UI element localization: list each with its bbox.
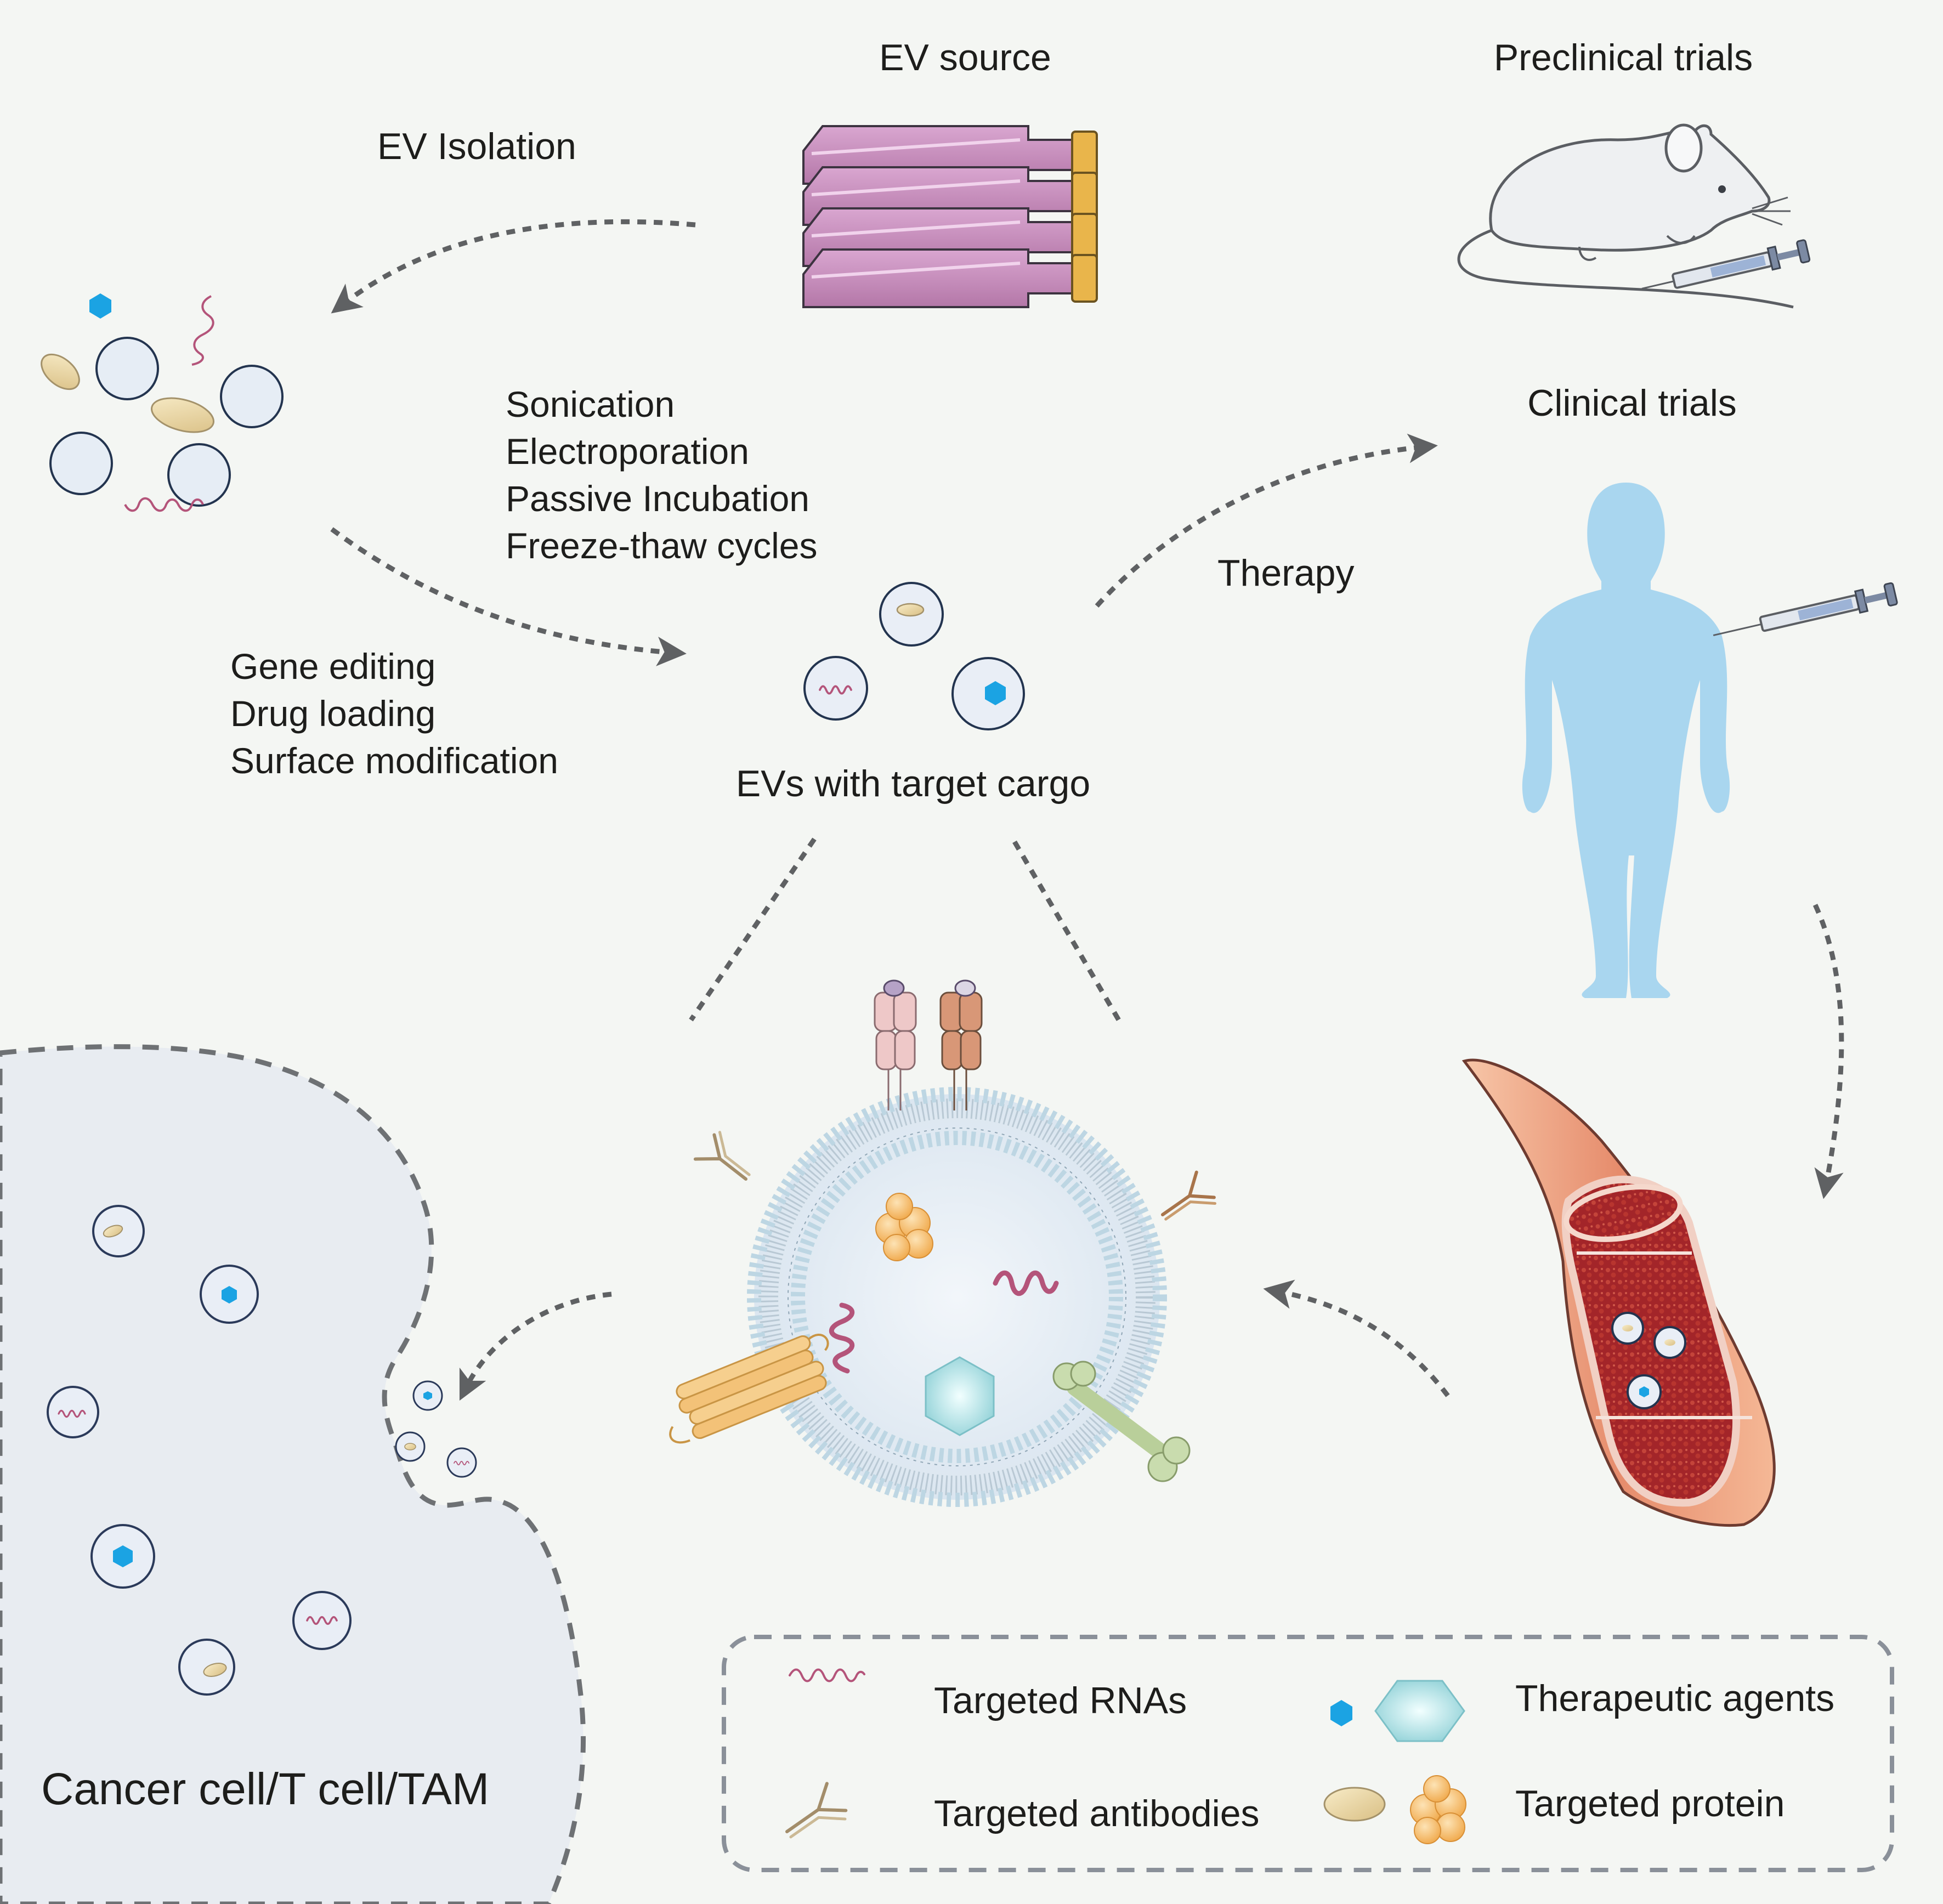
receptor-dark-icon (939, 979, 983, 1110)
method-passive-incubation: Passive Incubation (506, 478, 809, 519)
modifications-list: Gene editing Drug loading Surface modifi… (230, 646, 558, 781)
evs-cargo-label: EVs with target cargo (736, 763, 1090, 804)
mod-drug-loading: Drug loading (230, 693, 435, 734)
antibody-right-icon (1161, 1170, 1217, 1221)
isolated-evs (41, 293, 284, 512)
zoom-line-left (689, 837, 817, 1022)
method-electroporation: Electroporation (506, 431, 749, 472)
clinical-label: Clinical trials (1527, 382, 1737, 424)
zoom-line-right (1012, 840, 1121, 1022)
arrow-source-to-isolation (331, 219, 696, 314)
target-cell-label: Cancer cell/T cell/TAM (41, 1764, 489, 1814)
ev-isolation-label: EV Isolation (377, 126, 576, 167)
human-syringe-icon (1713, 582, 1898, 637)
bone-protein-icon (1052, 1361, 1191, 1482)
arrow-isolation-to-loaded (330, 527, 687, 666)
legend-antibodies-label: Targeted antibodies (934, 1793, 1260, 1834)
arrow-vessel-to-ev (1263, 1279, 1450, 1397)
cell-vesicle-drug (200, 1265, 259, 1324)
ev-source-label: EV source (879, 37, 1051, 78)
preclinical-label: Preclinical trials (1494, 37, 1753, 78)
therapeutic-hexagon-icon (925, 1356, 995, 1436)
rna-strand-2-icon (829, 1302, 855, 1374)
legend-antibody-icon (785, 1782, 848, 1839)
target-cell-membrane (0, 1044, 586, 1904)
arrow-ev-to-cell (459, 1291, 612, 1401)
mod-gene-editing: Gene editing (230, 646, 435, 687)
legend-agents-label: Therapeutic agents (1515, 1678, 1834, 1719)
cell-vesicle-protein-2 (178, 1639, 235, 1696)
protein-cluster-icon (875, 1193, 933, 1261)
legend-protein-icon (1323, 1775, 1466, 1844)
therapy-label: Therapy (1217, 552, 1354, 594)
engineered-ev-detail (669, 979, 1217, 1507)
helical-protein-icon (669, 1334, 829, 1444)
legend-agents-icon (1330, 1680, 1465, 1742)
mouse-syringe-icon (1641, 239, 1811, 290)
entering-vesicles (395, 1380, 477, 1478)
cell-vesicle-rna (47, 1386, 99, 1438)
arrow-clinical-to-vessel (1812, 904, 1844, 1199)
mouse-illustration (1457, 123, 1794, 309)
legend-box (722, 1635, 1894, 1872)
cell-vesicle-rna-2 (292, 1591, 352, 1650)
legend-rna-icon (789, 1668, 865, 1682)
receptor-light-icon (874, 979, 917, 1110)
antibody-left-icon (695, 1131, 758, 1191)
blood-vessel (1462, 1058, 1776, 1527)
mod-surface-modification: Surface modification (230, 740, 558, 781)
cell-culture-flasks (802, 125, 1098, 308)
rna-strand-icon (993, 1270, 1059, 1296)
method-sonication: Sonication (506, 384, 675, 424)
loading-methods-list: Sonication Electroporation Passive Incub… (506, 384, 818, 566)
human-figure (1522, 483, 1730, 998)
legend-rnas-label: Targeted RNAs (934, 1680, 1187, 1721)
cell-vesicle-drug-2 (90, 1524, 155, 1589)
legend-protein-label: Targeted protein (1515, 1783, 1785, 1824)
cell-vesicle-protein (92, 1205, 145, 1257)
method-freeze-thaw: Freeze-thaw cycles (506, 525, 818, 566)
loaded-evs (803, 582, 1025, 730)
